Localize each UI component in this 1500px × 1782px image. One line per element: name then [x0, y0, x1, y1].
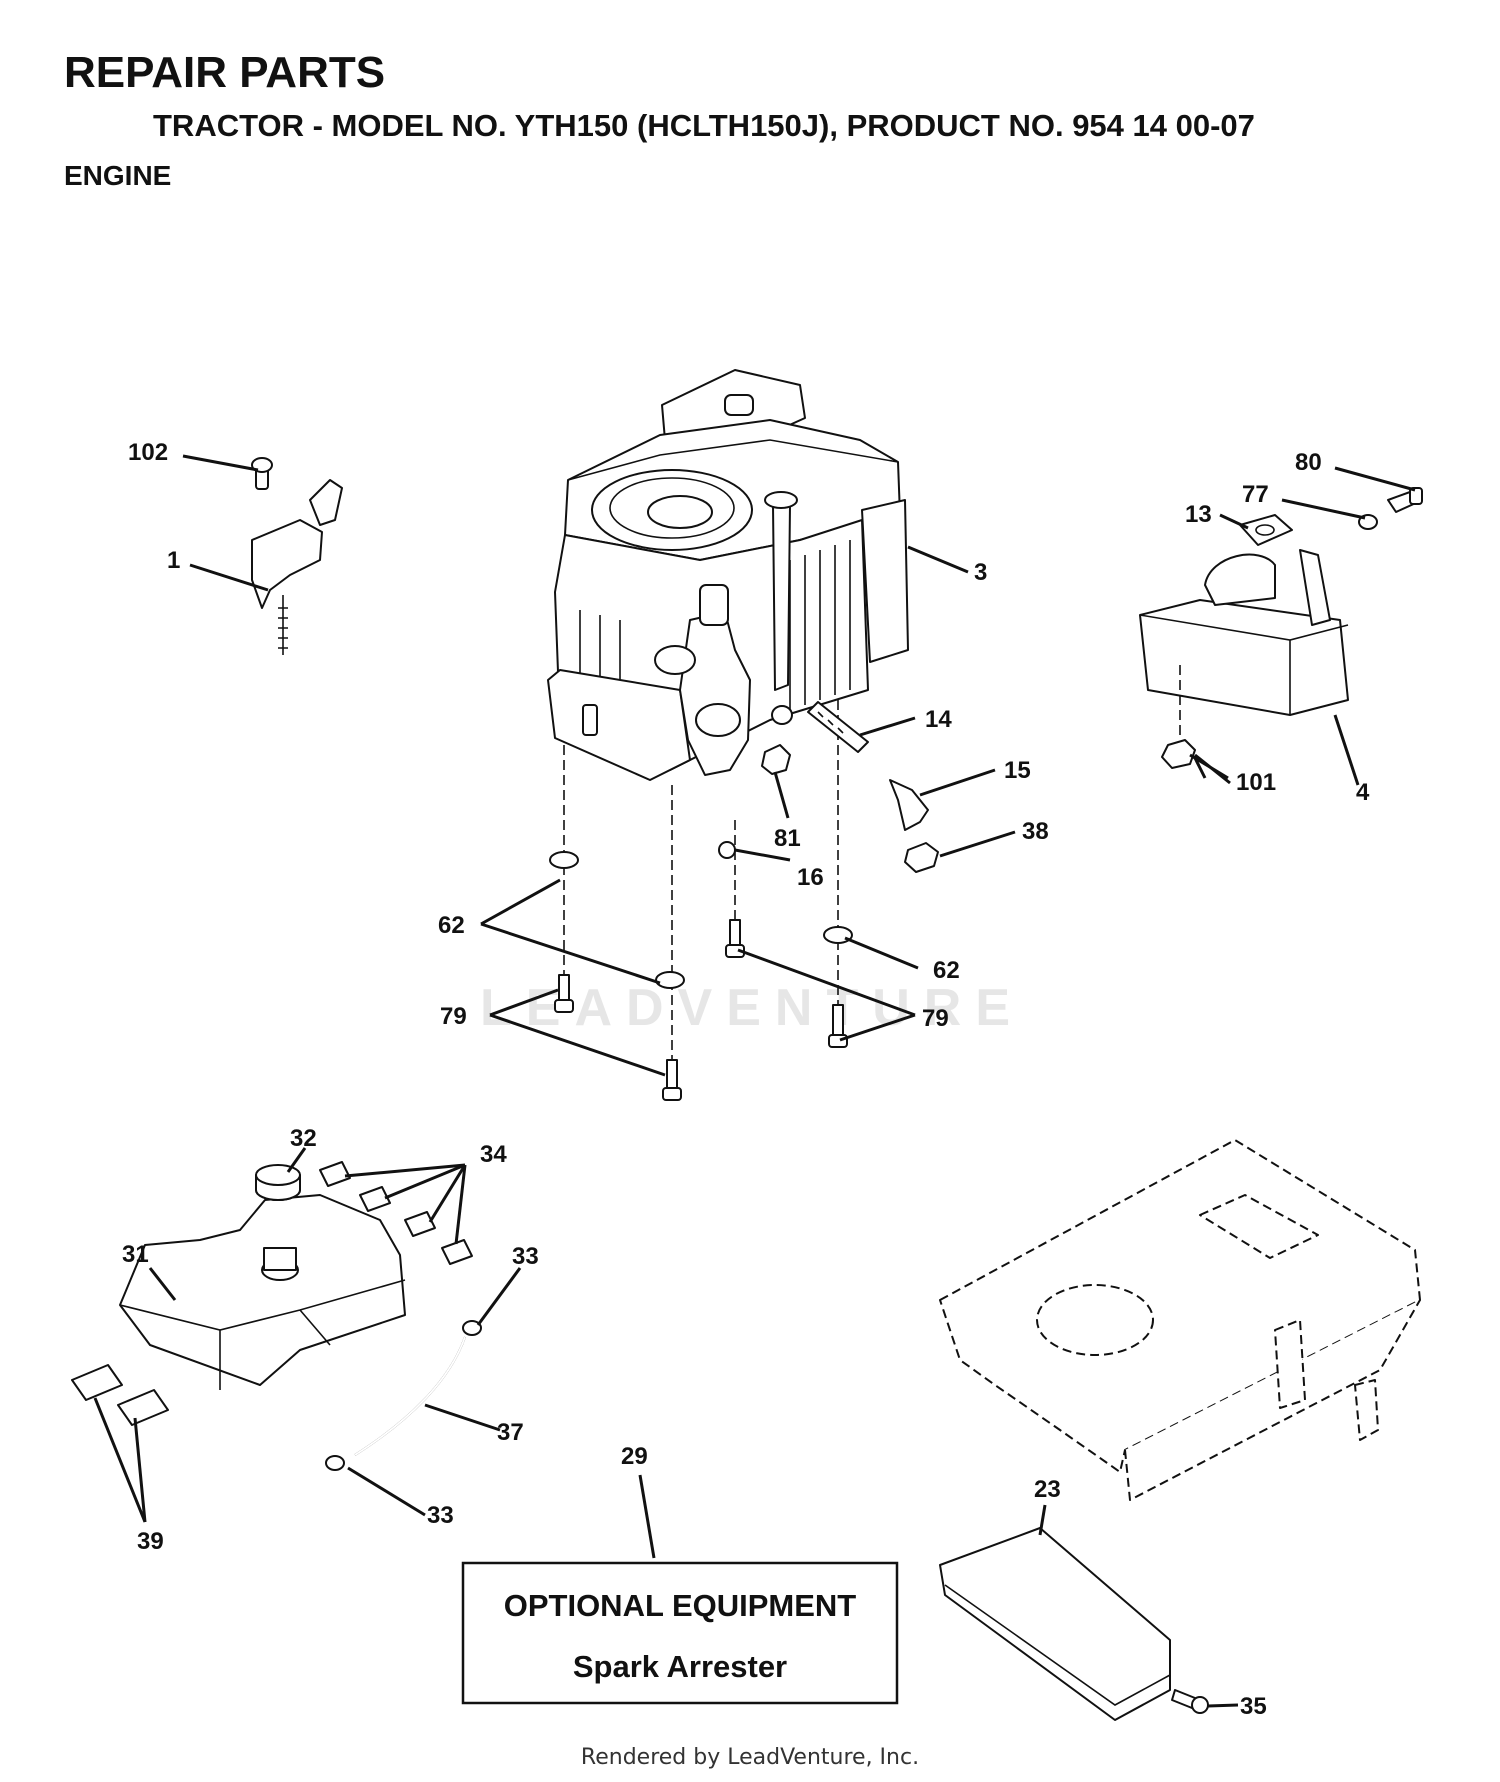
callout-16: 16: [797, 864, 824, 891]
model-subtitle: TRACTOR - MODEL NO. YTH150 (HCLTH150J), …: [153, 108, 1255, 143]
callout-102: 102: [128, 439, 168, 466]
callout-37: 37: [497, 1419, 524, 1446]
pad-39-a[interactable]: [71, 1364, 123, 1401]
callout-77: 77: [1242, 481, 1269, 508]
callout-14: 14: [925, 706, 952, 733]
fuel-tank-part[interactable]: [119, 1194, 406, 1390]
optional-equipment-heading: OPTIONAL EQUIPMENT: [504, 1588, 857, 1623]
pad-39-b[interactable]: [117, 1389, 169, 1426]
engine-assembly[interactable]: [547, 369, 909, 781]
lockwasher-part[interactable]: [718, 841, 736, 859]
callout-80: 80: [1295, 449, 1322, 476]
footer-credit: Rendered by LeadVenture, Inc.: [580, 1745, 920, 1770]
callout-35: 35: [1240, 1693, 1267, 1720]
bolt-79-a[interactable]: [554, 974, 574, 1013]
callout-62-left: 62: [438, 912, 465, 939]
fuel-line-part[interactable]: [354, 1336, 466, 1456]
bolt-16-d[interactable]: [725, 919, 745, 958]
optional-equipment-item: Spark Arrester: [573, 1649, 787, 1684]
callout-79-left: 79: [440, 1003, 467, 1030]
gasket-part[interactable]: [1239, 514, 1293, 546]
page-title: REPAIR PARTS: [64, 48, 386, 97]
callout-39: 39: [137, 1528, 164, 1555]
tube-fitting-part[interactable]: [807, 701, 869, 753]
clamp-33-lower[interactable]: [325, 1455, 345, 1471]
bolt-part[interactable]: [1387, 487, 1423, 513]
washer-62-center[interactable]: [655, 971, 685, 989]
throttle-control-part[interactable]: [251, 457, 343, 655]
callout-1: 1: [167, 547, 180, 574]
callout-81: 81: [774, 825, 801, 852]
callout-32: 32: [290, 1125, 317, 1152]
pad-34-c[interactable]: [404, 1211, 436, 1237]
fuel-cap-part[interactable]: [255, 1164, 301, 1201]
spark-arrester-part[interactable]: [939, 1527, 1171, 1721]
callout-62-right: 62: [933, 957, 960, 984]
pad-34-b[interactable]: [359, 1186, 391, 1212]
screw-35-part[interactable]: [1171, 1689, 1209, 1714]
pad-34-a[interactable]: [319, 1161, 351, 1187]
section-heading: ENGINE: [64, 160, 172, 191]
frame-reference-outline: [939, 1139, 1421, 1501]
jam-nut-part[interactable]: [761, 744, 791, 775]
washer-62-left[interactable]: [549, 851, 579, 869]
elbow-fitting-part[interactable]: [889, 779, 929, 831]
clamp-33-upper[interactable]: [462, 1320, 482, 1336]
callout-23: 23: [1034, 1476, 1061, 1503]
callout-79-right: 79: [922, 1005, 949, 1032]
callout-13: 13: [1185, 501, 1212, 528]
callout-4: 4: [1356, 779, 1370, 806]
muffler-part[interactable]: [1139, 549, 1349, 716]
callout-34: 34: [480, 1141, 507, 1168]
callout-38: 38: [1022, 818, 1049, 845]
callout-31: 31: [122, 1241, 149, 1268]
callout-15: 15: [1004, 757, 1031, 784]
nut-part[interactable]: [1161, 739, 1196, 769]
callout-101: 101: [1236, 769, 1276, 796]
callout-29: 29: [621, 1443, 648, 1470]
leader-lines: [93, 454, 1416, 1708]
callout-3: 3: [974, 559, 987, 586]
callout-33-upper: 33: [512, 1243, 539, 1270]
optional-equipment-box: [461, 1561, 899, 1705]
hex-nut-fitting-part[interactable]: [904, 842, 939, 873]
bolt-79-b[interactable]: [662, 1059, 682, 1101]
callout-33-lower: 33: [427, 1502, 454, 1529]
